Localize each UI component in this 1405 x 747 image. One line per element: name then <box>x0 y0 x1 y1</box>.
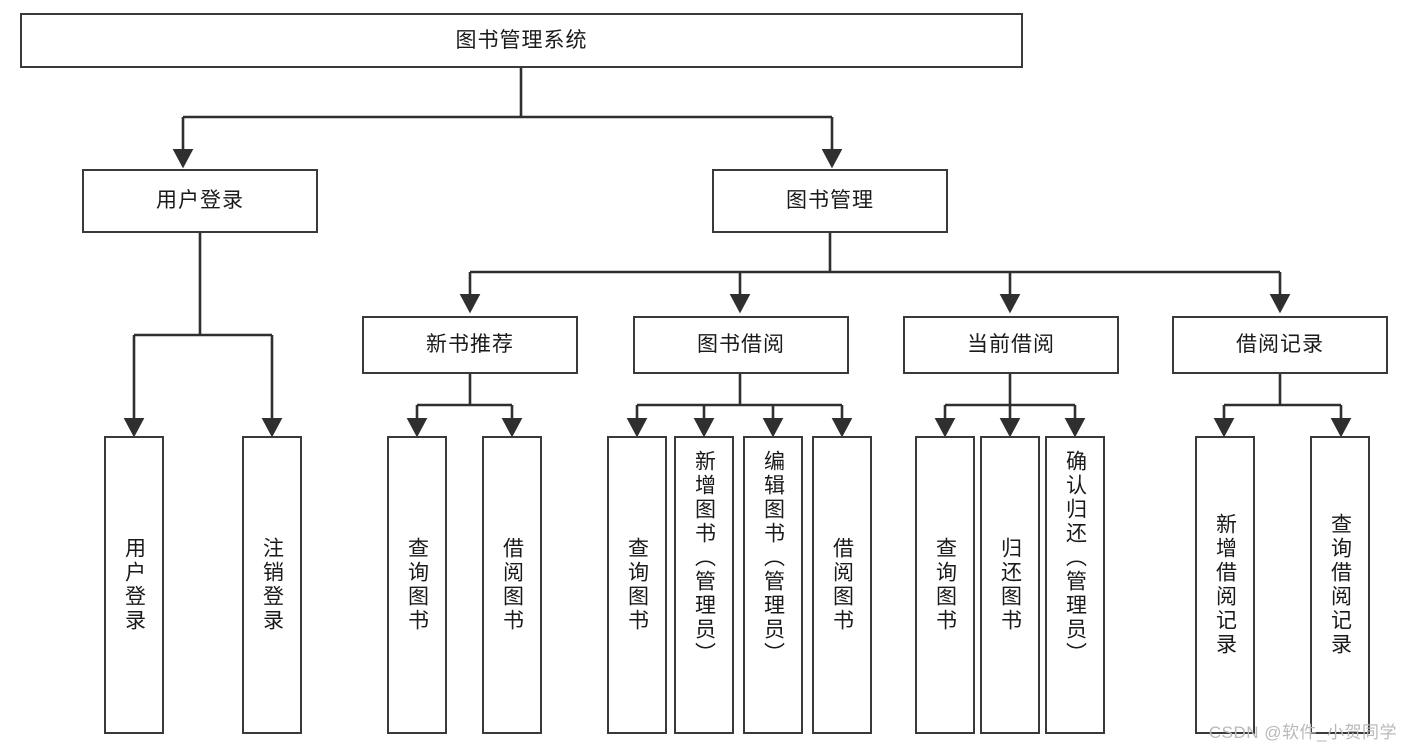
leaf-new-book-query[interactable]: 查询图书 <box>387 436 447 734</box>
node-book-management-label: 图书管理 <box>786 189 874 213</box>
node-book-management[interactable]: 图书管理 <box>712 169 948 233</box>
node-current-borrow[interactable]: 当前借阅 <box>903 316 1119 374</box>
node-borrow-record[interactable]: 借阅记录 <box>1172 316 1388 374</box>
leaf-borrow-record-query[interactable]: 查询借阅记录 <box>1310 436 1370 734</box>
leaf-book-borrow-query[interactable]: 查询图书 <box>607 436 667 734</box>
leaf-label: 用户登录 <box>122 537 146 633</box>
node-book-borrow[interactable]: 图书借阅 <box>633 316 849 374</box>
leaf-label: 新增图书（管理员） <box>692 450 716 666</box>
node-new-book-recommend[interactable]: 新书推荐 <box>362 316 578 374</box>
leaf-label: 注销登录 <box>260 537 284 633</box>
leaf-book-borrow-add[interactable]: 新增图书（管理员） <box>674 436 734 734</box>
leaf-current-borrow-query[interactable]: 查询图书 <box>915 436 975 734</box>
csdn-watermark: CSDN @软件_小贺同学 <box>1208 723 1397 742</box>
leaf-book-borrow-edit[interactable]: 编辑图书（管理员） <box>743 436 803 734</box>
leaf-label: 借阅图书 <box>830 537 854 633</box>
leaf-current-borrow-return[interactable]: 归还图书 <box>980 436 1040 734</box>
node-root[interactable]: 图书管理系统 <box>20 13 1023 68</box>
node-current-borrow-label: 当前借阅 <box>967 333 1055 357</box>
node-user-login-label: 用户登录 <box>156 189 244 213</box>
leaf-current-borrow-confirm[interactable]: 确认归还（管理员） <box>1045 436 1105 734</box>
node-borrow-record-label: 借阅记录 <box>1236 333 1324 357</box>
leaf-label: 编辑图书（管理员） <box>761 450 785 666</box>
node-user-login[interactable]: 用户登录 <box>82 169 318 233</box>
node-book-borrow-label: 图书借阅 <box>697 333 785 357</box>
leaf-borrow-record-add[interactable]: 新增借阅记录 <box>1195 436 1255 734</box>
leaf-label: 归还图书 <box>998 537 1022 633</box>
leaf-label: 确认归还（管理员） <box>1063 450 1087 666</box>
leaf-label: 查询图书 <box>405 537 429 633</box>
node-root-label: 图书管理系统 <box>455 28 588 52</box>
leaf-label: 借阅图书 <box>500 537 524 633</box>
leaf-label: 查询图书 <box>933 537 957 633</box>
leaf-label: 查询图书 <box>625 537 649 633</box>
node-new-book-recommend-label: 新书推荐 <box>426 333 514 357</box>
leaf-label: 新增借阅记录 <box>1213 513 1237 657</box>
leaf-new-book-borrow[interactable]: 借阅图书 <box>482 436 542 734</box>
leaf-user-login-login[interactable]: 用户登录 <box>104 436 164 734</box>
leaf-user-login-logout[interactable]: 注销登录 <box>242 436 302 734</box>
leaf-label: 查询借阅记录 <box>1328 513 1352 657</box>
leaf-book-borrow-lend[interactable]: 借阅图书 <box>812 436 872 734</box>
